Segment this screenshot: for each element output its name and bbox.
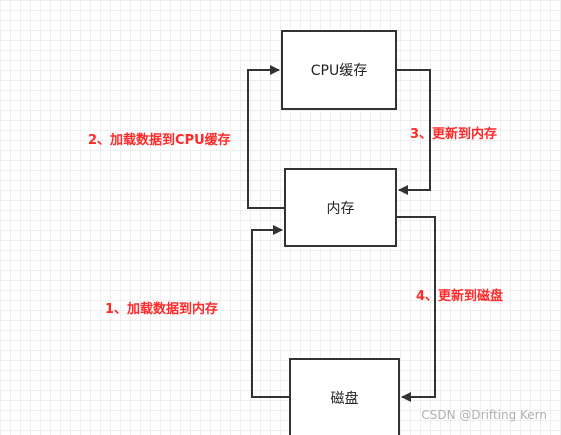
edge-disk-to-memory xyxy=(251,225,289,398)
edge-memory-to-cache xyxy=(247,65,284,209)
edge-label-update-memory: 3、更新到内存 xyxy=(410,127,498,142)
edge-label-update-disk: 4、更新到磁盘 xyxy=(416,289,504,304)
watermark: CSDN @Drifting Kern xyxy=(421,408,547,422)
cpu-cache-node: CPU缓存 xyxy=(281,30,397,110)
disk-node: 磁盘 xyxy=(289,358,400,435)
cpu-cache-label: CPU缓存 xyxy=(310,63,368,79)
memory-label: 内存 xyxy=(326,200,355,217)
memory-node: 内存 xyxy=(284,168,397,247)
disk-label: 磁盘 xyxy=(330,391,359,407)
edge-label-load-to-memory: 1、加载数据到内存 xyxy=(105,302,219,317)
edge-memory-to-disk xyxy=(397,216,436,402)
edge-label-load-to-cache: 2、加载数据到CPU缓存 xyxy=(88,133,231,148)
edge-cache-to-memory xyxy=(397,69,431,195)
